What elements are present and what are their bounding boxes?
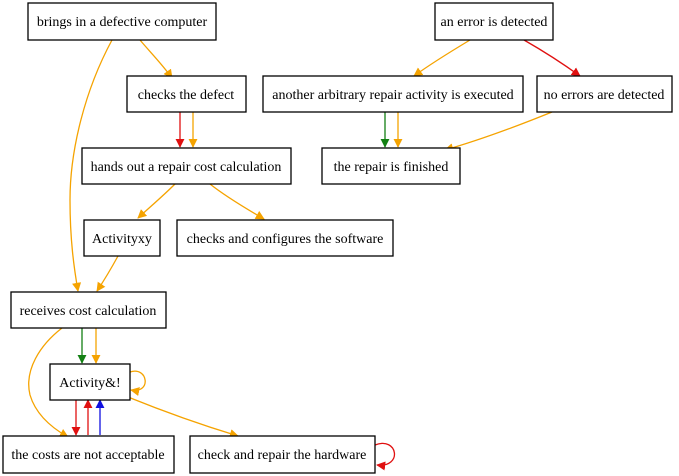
- node-no-errors-detected: no errors are detected: [536, 75, 673, 113]
- edge-brings-to-checks: [139, 39, 173, 79]
- node-check-repair-hardware: check and repair the hardware: [189, 435, 376, 474]
- node-activity-amp-excl: Activity&!: [49, 363, 131, 401]
- node-activityxy: Activityxy: [83, 219, 161, 257]
- node-another-repair-activity: another arbitrary repair activity is exe…: [262, 75, 524, 113]
- node-repair-finished: the repair is finished: [321, 147, 461, 185]
- node-hands-out-cost-calculation: hands out a repair cost calculation: [81, 147, 292, 185]
- edge-error-to-another: [413, 39, 471, 77]
- node-label: no errors are detected: [544, 88, 665, 103]
- node-label: another arbitrary repair activity is exe…: [272, 88, 513, 103]
- edge-hands-to-software: [209, 183, 265, 220]
- node-label: receives cost calculation: [20, 304, 157, 319]
- node-label: hands out a repair cost calculation: [91, 160, 282, 175]
- node-checks-defect: checks the defect: [126, 75, 247, 113]
- edge-hardware-self-loop: [374, 442, 396, 471]
- edge-act-self-loop: [129, 370, 146, 396]
- node-label: the repair is finished: [334, 160, 449, 175]
- edge-receives-to-notacc: [28, 327, 69, 438]
- edge-brings-to-receives: [69, 39, 113, 292]
- edge-act-to-hardware: [127, 396, 239, 438]
- node-receives-cost-calculation: receives cost calculation: [10, 291, 167, 329]
- node-error-detected: an error is detected: [434, 2, 554, 41]
- node-costs-not-acceptable: the costs are not acceptable: [2, 435, 175, 474]
- edge-actxy-to-receives: [96, 255, 119, 292]
- edge-hands-to-actxy: [137, 183, 176, 219]
- node-label: check and repair the hardware: [198, 448, 367, 463]
- node-label: an error is detected: [441, 15, 548, 30]
- node-label: checks the defect: [138, 88, 234, 103]
- node-label: brings in a defective computer: [37, 15, 208, 30]
- edge-error-to-noerr: [523, 39, 581, 77]
- node-label: checks and configures the software: [187, 232, 384, 247]
- node-label: Activityxy: [92, 232, 152, 247]
- node-checks-configures-software: checks and configures the software: [176, 219, 394, 257]
- node-brings-in-defective-computer: brings in a defective computer: [27, 2, 217, 41]
- node-label: the costs are not acceptable: [11, 448, 164, 463]
- node-label: Activity&!: [59, 376, 120, 391]
- edge-noerr-to-finished: [444, 111, 553, 153]
